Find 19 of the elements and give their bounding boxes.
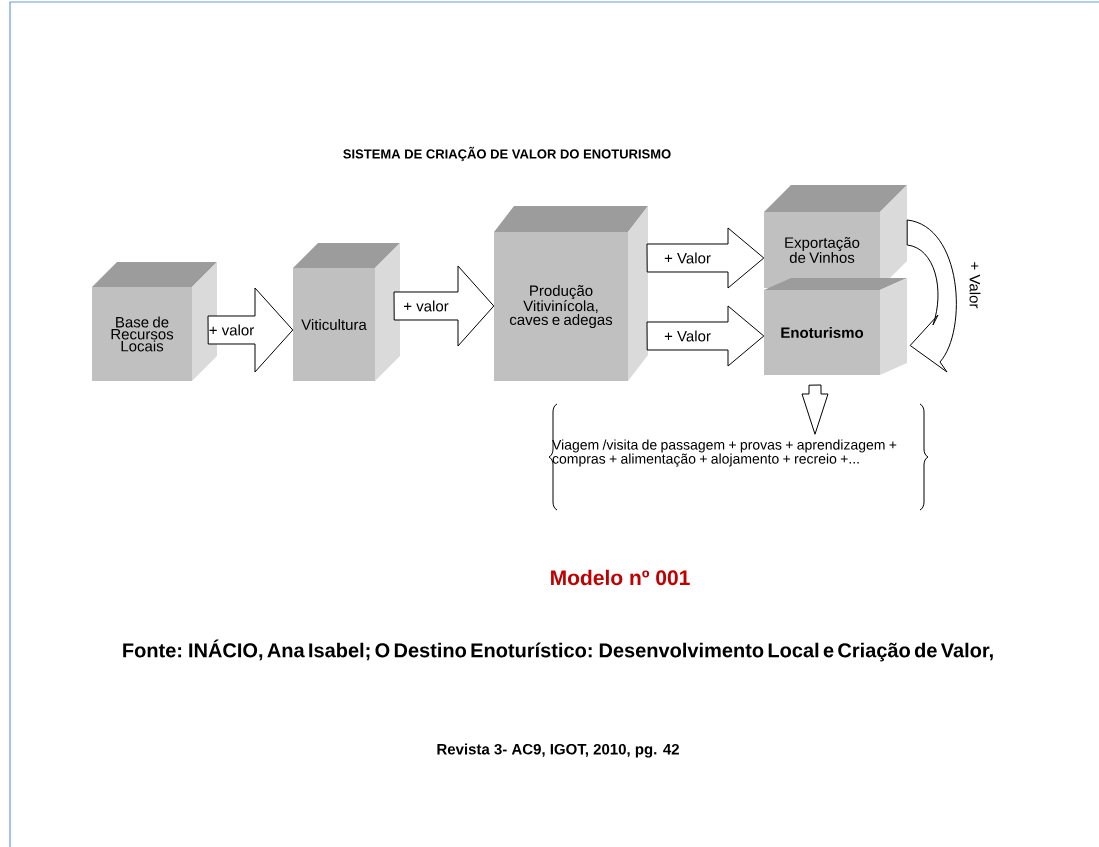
edge-label: + valor	[404, 300, 449, 312]
cube-box: Produção Vitivinícola, caves e adegas	[494, 206, 648, 381]
note-text: Viagem /visita de passagem + provas + aprendizagem + compras + alimentação + alojamento + recreio +...	[552, 439, 897, 467]
edge-label: + Valor	[969, 262, 981, 309]
block-arrow	[393, 265, 495, 347]
cube-box: Viticultura	[293, 243, 400, 381]
block-arrow	[646, 227, 765, 289]
cube-box: Exportação de Vinhos	[764, 185, 907, 288]
block-arrow	[801, 384, 829, 435]
diagram-title: SISTEMA DE CRIAÇÃO DE VALOR DO ENOTURISMO	[343, 146, 671, 162]
edge-label: + Valor	[664, 252, 711, 264]
curved-block-arrow	[906, 219, 957, 373]
block-arrow	[646, 305, 765, 367]
edge-label: + Valor	[664, 330, 711, 342]
source-note: Fonte: INÁCIO, Ana Isabel; O Destino Enoturístico: Desenvolvimento Local e Criação de Valor,	[123, 639, 993, 662]
source-note: Revista 3- AC9, IGOT, 2010, pg. 42	[437, 743, 679, 758]
block-arrow	[207, 287, 294, 373]
source-note: Modelo nº 001	[551, 569, 690, 586]
cube-box: Enoturismo	[764, 278, 907, 375]
